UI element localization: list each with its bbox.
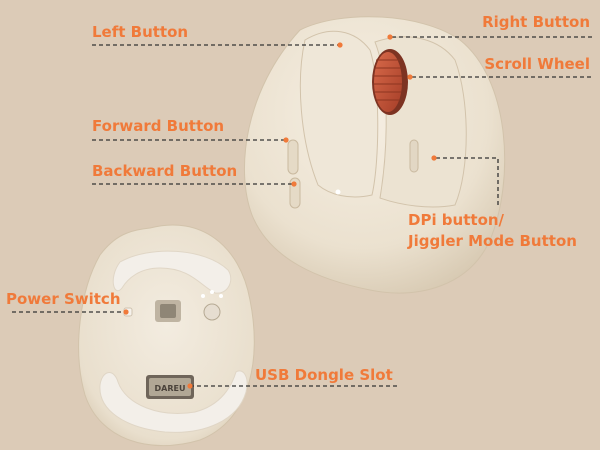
label-backward-button: Backward Button bbox=[92, 162, 238, 180]
label-right-button: Right Button bbox=[482, 13, 590, 31]
label-left-button: Left Button bbox=[92, 23, 189, 41]
dpi-button-part bbox=[409, 139, 419, 173]
usb-dongle-slot-part: DAREU bbox=[146, 375, 194, 399]
forward-button-part bbox=[287, 139, 299, 175]
glide-pad-top bbox=[112, 250, 232, 294]
indicator-led bbox=[335, 189, 341, 195]
mouse-bottom-view: DAREU bbox=[78, 224, 255, 447]
leader-dpi-button bbox=[436, 157, 499, 205]
label-scroll-wheel: Scroll Wheel bbox=[484, 55, 590, 73]
label-dpi-line1: DPi button/ bbox=[408, 211, 505, 229]
label-forward-button: Forward Button bbox=[92, 117, 225, 135]
glide-pad-bottom bbox=[99, 370, 248, 433]
label-usb-dongle-slot: USB Dongle Slot bbox=[255, 366, 393, 384]
leader-lines bbox=[12, 34, 592, 389]
left-button-part bbox=[299, 30, 379, 198]
mouse-top-view bbox=[244, 16, 506, 294]
label-dpi-line2: Jiggler Mode Button bbox=[408, 232, 577, 250]
label-power-switch: Power Switch bbox=[6, 290, 121, 308]
sensor-part bbox=[203, 303, 221, 321]
scroll-wheel-part bbox=[372, 49, 408, 115]
brand-logo: DAREU bbox=[155, 384, 186, 393]
